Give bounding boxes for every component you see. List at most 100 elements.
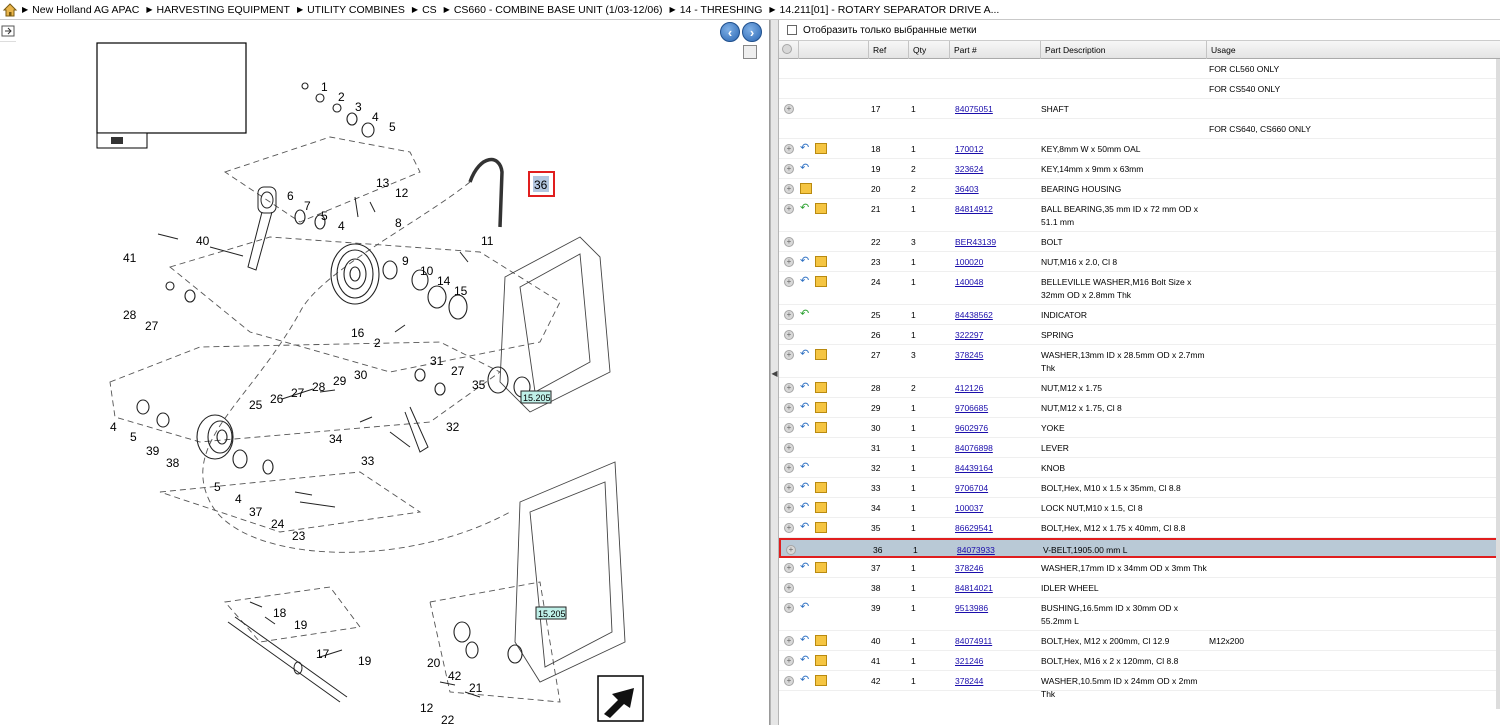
part-number-link[interactable]: 321246 (955, 656, 984, 666)
expand-row-icon[interactable]: + (784, 104, 794, 114)
reference-arrow-icon[interactable]: ↶ (800, 501, 810, 513)
expand-row-icon[interactable]: + (784, 523, 794, 533)
expand-row-icon[interactable]: + (784, 423, 794, 433)
collapse-icon[interactable]: ◀ (771, 368, 778, 378)
expand-row-icon[interactable]: + (784, 583, 794, 593)
part-number-link[interactable]: 378244 (955, 676, 984, 686)
part-number-link[interactable]: 84438562 (955, 310, 993, 320)
expand-row-icon[interactable]: + (784, 463, 794, 473)
expand-row-icon[interactable]: + (786, 545, 796, 555)
reference-arrow-icon[interactable]: ↶ (800, 142, 810, 154)
fullscreen-icon[interactable] (743, 45, 757, 59)
package-icon[interactable] (815, 675, 827, 686)
expand-row-icon[interactable]: + (784, 350, 794, 360)
reference-arrow-icon[interactable]: ↶ (800, 401, 810, 413)
panel-splitter[interactable]: ◀ (770, 20, 779, 725)
expand-row-icon[interactable]: + (784, 603, 794, 613)
expand-row-icon[interactable]: + (784, 257, 794, 267)
package-icon[interactable] (815, 422, 827, 433)
breadcrumb-item[interactable]: ▶New Holland AG APAC (22, 3, 140, 16)
reference-arrow-icon[interactable]: ↶ (800, 381, 810, 393)
back-arrow-icon[interactable]: ‹ (720, 22, 740, 42)
package-icon[interactable] (800, 183, 812, 194)
expand-row-icon[interactable]: + (784, 204, 794, 214)
expand-row-icon[interactable]: + (784, 144, 794, 154)
reference-arrow-icon[interactable]: ↶ (800, 674, 810, 686)
breadcrumb-item[interactable]: ▶CS (411, 3, 437, 16)
breadcrumb-item[interactable]: ▶14.211[01] - ROTARY SEPARATOR DRIVE A..… (769, 3, 1000, 16)
expand-row-icon[interactable]: + (784, 184, 794, 194)
expand-row-icon[interactable]: + (784, 656, 794, 666)
col-part[interactable]: Part # (950, 41, 1041, 59)
package-icon[interactable] (815, 522, 827, 533)
part-number-link[interactable]: 323624 (955, 164, 984, 174)
reference-arrow-icon[interactable]: ↶ (800, 461, 810, 473)
package-icon[interactable] (815, 402, 827, 413)
expand-row-icon[interactable]: + (784, 237, 794, 247)
package-icon[interactable] (815, 482, 827, 493)
part-number-link[interactable]: 84814021 (955, 583, 993, 593)
expand-row-icon[interactable]: + (784, 483, 794, 493)
reference-arrow-icon[interactable]: ↶ (800, 634, 810, 646)
package-icon[interactable] (815, 655, 827, 666)
expand-row-icon[interactable]: + (784, 164, 794, 174)
part-number-link[interactable]: 378245 (955, 350, 984, 360)
table-row[interactable]: FOR CS540 ONLY (779, 79, 1500, 99)
package-icon[interactable] (815, 635, 827, 646)
scrollbar[interactable] (1496, 59, 1500, 709)
col-qty[interactable]: Qty (909, 41, 950, 59)
breadcrumb-item[interactable]: ▶CS660 - COMBINE BASE UNIT (1/03-12/06) (443, 3, 663, 16)
table-row[interactable]: FOR CS640, CS660 ONLY (779, 119, 1500, 139)
expand-row-icon[interactable]: + (784, 383, 794, 393)
expand-row-icon[interactable]: + (784, 503, 794, 513)
part-number-link[interactable]: BER43139 (955, 237, 997, 247)
expand-row-icon[interactable]: + (784, 330, 794, 340)
part-number-link[interactable]: 84814912 (955, 204, 993, 214)
reference-arrow-icon[interactable]: ↶ (800, 275, 810, 287)
breadcrumb-item[interactable]: ▶14 - THRESHING (669, 3, 763, 16)
part-number-link[interactable]: 84074911 (955, 636, 993, 646)
replacement-arrow-icon[interactable]: ↶ (800, 308, 810, 320)
home-icon[interactable] (2, 2, 18, 18)
package-icon[interactable] (815, 349, 827, 360)
panel-toggle-icon[interactable] (0, 20, 16, 42)
part-number-link[interactable]: 140048 (955, 277, 984, 287)
breadcrumb-item[interactable]: ▶UTILITY COMBINES (296, 3, 405, 16)
part-number-link[interactable]: 100020 (955, 257, 984, 267)
reference-arrow-icon[interactable]: ↶ (800, 654, 810, 666)
package-icon[interactable] (815, 143, 827, 154)
part-number-link[interactable]: 170012 (955, 144, 984, 154)
part-number-link[interactable]: 412126 (955, 383, 984, 393)
expand-all-icon[interactable] (779, 41, 799, 59)
expand-row-icon[interactable]: + (784, 403, 794, 413)
part-number-link[interactable]: 9706704 (955, 483, 989, 493)
reference-arrow-icon[interactable]: ↶ (800, 421, 810, 433)
expand-row-icon[interactable]: + (784, 636, 794, 646)
col-usage[interactable]: Usage (1211, 45, 1236, 55)
reference-arrow-icon[interactable]: ↶ (800, 561, 810, 573)
part-number-link[interactable]: 84075051 (955, 104, 993, 114)
reference-arrow-icon[interactable]: ↶ (800, 255, 810, 267)
show-selected-checkbox[interactable] (787, 25, 797, 35)
